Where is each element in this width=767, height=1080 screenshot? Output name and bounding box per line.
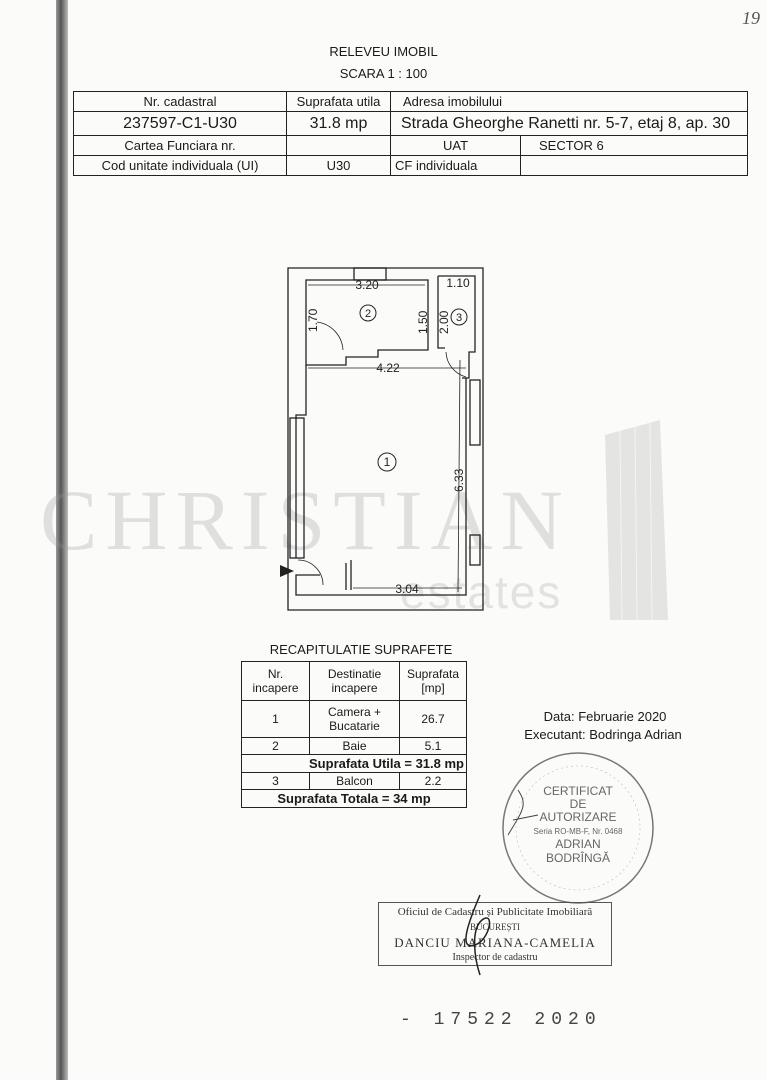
dim-2-00: 2.00 <box>437 310 451 334</box>
room-3-label: 3 <box>456 312 462 324</box>
dim-3-04: 3.04 <box>395 582 419 596</box>
row-nr: 3 <box>241 772 310 790</box>
executant-label: Executant: Bodringa Adrian <box>524 727 682 742</box>
cf-value <box>520 155 748 176</box>
col-surface: Suprafata utila <box>286 91 391 112</box>
stamp-office-line: DANCIU MARIANA-CAMELIA <box>394 935 596 950</box>
cf-label: CF individuala <box>390 155 521 176</box>
dim-1-70: 1.70 <box>306 308 320 332</box>
stamp-line: AUTORIZARE <box>539 810 616 824</box>
dim-3-20: 3.20 <box>355 278 379 292</box>
recap-header-nr: Nr. incapere <box>241 661 310 701</box>
uat-label: UAT <box>390 135 521 156</box>
date-label: Data: Februarie 2020 <box>543 709 667 724</box>
ui-value: U30 <box>286 155 391 176</box>
stamp-office-line: Oficiul de Cadastru și Publicitate Imobi… <box>397 906 593 918</box>
dim-4-22: 4.22 <box>376 361 400 375</box>
entrance-arrow-icon <box>280 565 294 577</box>
inspector-signature <box>465 894 491 976</box>
stamp-line: CERTIFICAT <box>543 784 613 798</box>
bathroom-outline <box>305 279 429 366</box>
signature <box>507 789 539 836</box>
recap-header-dest: Destinatie incapere <box>309 661 400 701</box>
document-title: RELEVEU IMOBIL <box>329 44 438 59</box>
surface-value: 31.8 mp <box>286 111 391 136</box>
stamp-line: Seria RO-MB-F, Nr. 0468 <box>534 827 623 836</box>
row-area: 5.1 <box>399 737 467 755</box>
scale-label: SCARA 1 : 100 <box>339 66 428 81</box>
recap-table: Nr. incapere Destinatie incapere Suprafa… <box>241 661 467 808</box>
stamp-office-line: BUCUREȘTI <box>469 922 520 932</box>
property-table: Nr. cadastral Suprafata utila Adresa imo… <box>73 91 748 176</box>
stamp-line: ADRIAN <box>555 837 600 851</box>
watermark-name: CHRISTIAN <box>40 472 571 568</box>
row-area: 2.2 <box>399 772 467 790</box>
carte-funciara-value <box>286 135 391 156</box>
row-nr: 1 <box>241 700 310 738</box>
outer-wall <box>287 267 484 611</box>
uat-value: SECTOR 6 <box>520 135 748 156</box>
balcony-outline <box>438 275 476 379</box>
dim-1-10: 1.10 <box>446 276 470 290</box>
floor-plan: 3.20 1.10 1.70 1.50 2.00 4.22 6.33 3.04 … <box>280 267 484 611</box>
row-dest: Balcon <box>309 772 400 790</box>
stamp-line: BODRÎNGĂ <box>546 850 610 865</box>
col-cadastral: Nr. cadastral <box>73 91 287 112</box>
room-2-label: 2 <box>365 308 371 320</box>
recap-header-area: Suprafata [mp] <box>399 661 467 701</box>
total-totala: Suprafata Totala = 34 mp <box>241 789 467 808</box>
carte-funciara-label: Cartea Funciara nr. <box>73 135 287 156</box>
office-stamp: Oficiul de Cadastru și Publicitate Imobi… <box>378 902 612 966</box>
watermark-sub: estates <box>400 566 563 618</box>
page-number: 19 <box>742 8 760 28</box>
watermark-building-icon <box>605 420 668 621</box>
stamp-office-line: Inspector de cadastru <box>452 952 538 963</box>
total-utila: Suprafata Utila = 31.8 mp <box>241 754 467 773</box>
recap-title: RECAPITULATIE SUPRAFETE <box>269 642 453 657</box>
row-area: 26.7 <box>399 700 467 738</box>
stamp-line: DE <box>570 797 587 811</box>
ui-label: Cod unitate individuala (UI) <box>73 155 287 176</box>
registration-number: - 17522 2020 <box>400 1010 602 1030</box>
dim-1-50: 1.50 <box>416 310 430 334</box>
row-nr: 2 <box>241 737 310 755</box>
authorization-stamp: CERTIFICAT DE AUTORIZARE Seria RO-MB-F, … <box>502 752 654 904</box>
row-dest: Camera + Bucatarie <box>309 700 400 738</box>
scan-binding-edge <box>56 0 68 1080</box>
col-address: Adresa imobilului <box>390 91 748 112</box>
room-1-label: 1 <box>384 455 391 469</box>
row-dest: Baie <box>309 737 400 755</box>
address-value: Strada Gheorghe Ranetti nr. 5-7, etaj 8,… <box>390 111 748 136</box>
cadastral-no: 237597-C1-U30 <box>73 111 287 136</box>
dim-6-33: 6.33 <box>452 468 466 492</box>
